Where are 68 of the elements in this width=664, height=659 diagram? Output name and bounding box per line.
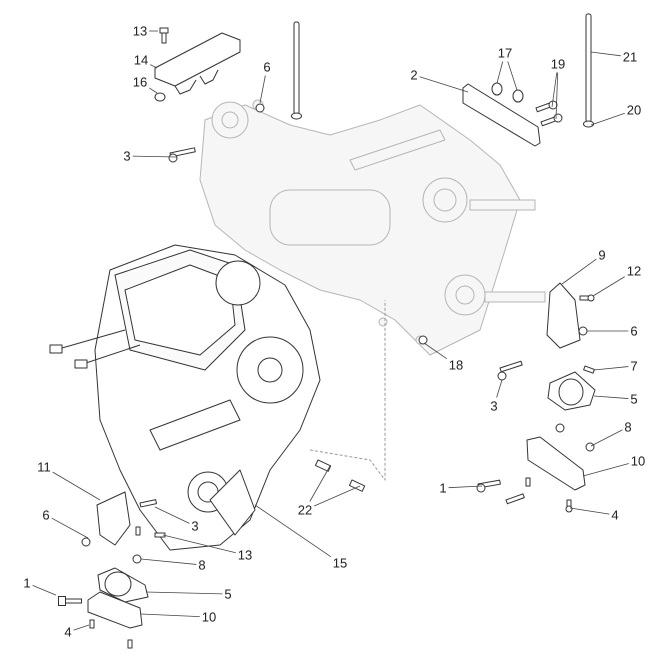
callout-number: 10 — [630, 454, 646, 468]
leader-line — [590, 429, 623, 446]
leader-line — [570, 508, 610, 515]
callout-number: 4 — [64, 624, 72, 640]
leader-line — [594, 366, 629, 370]
leader-line — [52, 472, 100, 500]
leader-line — [162, 534, 236, 554]
callout-number: 6 — [42, 508, 50, 522]
leader-line — [582, 463, 630, 476]
leader-line — [586, 330, 629, 332]
leader-line — [594, 396, 629, 399]
leader-line — [51, 518, 88, 538]
leader-line — [73, 624, 90, 631]
callout-number: 17 — [498, 46, 512, 60]
leader-line — [146, 592, 223, 594]
leader-line — [254, 504, 332, 558]
callout-number: 8 — [624, 420, 632, 434]
leader-line — [507, 61, 518, 90]
callout-number: 1 — [23, 576, 31, 590]
callout-number: 5 — [224, 586, 232, 602]
leader-line — [140, 558, 197, 565]
leader-line — [140, 614, 200, 617]
leader-line — [448, 486, 482, 488]
callout-number: 2 — [410, 68, 418, 82]
leader-line — [260, 75, 266, 104]
leader-line — [552, 72, 558, 108]
callout-number: 18 — [448, 358, 464, 372]
leader-line — [590, 112, 626, 126]
callout-number: 15 — [332, 556, 348, 570]
callout-number: 1 — [439, 480, 447, 496]
leader-line — [496, 380, 502, 398]
leader-line — [496, 61, 504, 84]
callout-number: 3 — [191, 518, 199, 534]
callout-number: 21 — [622, 50, 638, 64]
callout-number: 19 — [550, 56, 566, 72]
leader-line — [419, 76, 468, 92]
leader-line — [562, 258, 597, 284]
callout-number: 13 — [238, 548, 252, 562]
callout-number: 7 — [630, 358, 638, 374]
callout-number: 8 — [198, 558, 206, 572]
callout-number: 6 — [263, 60, 271, 74]
leader-line — [590, 52, 622, 56]
callout-number: 22 — [298, 502, 312, 518]
leader-line — [148, 30, 158, 32]
leader-line — [314, 486, 360, 506]
callout-number: 20 — [626, 102, 642, 118]
bolt-drawing — [58, 596, 82, 606]
callout-number: 3 — [490, 398, 498, 414]
callout-number: 16 — [132, 74, 148, 90]
leader-line — [424, 342, 448, 360]
callout-number: 3 — [123, 148, 131, 164]
callout-number: 14 — [134, 52, 148, 68]
callout-number: 4 — [611, 508, 619, 522]
callout-number: 13 — [132, 24, 148, 38]
leader-line — [32, 584, 56, 596]
leader-line — [150, 64, 158, 68]
callout-number: 9 — [598, 248, 606, 262]
callout-number: 5 — [630, 392, 638, 406]
callout-number: 10 — [202, 610, 216, 624]
leader-line — [148, 88, 158, 94]
leader-line — [309, 466, 330, 502]
leader-line — [132, 156, 178, 158]
leader-line — [556, 72, 558, 120]
leader-line — [592, 276, 626, 296]
callout-number: 12 — [626, 264, 642, 278]
leader-line — [154, 506, 190, 524]
callout-number: 11 — [37, 460, 51, 474]
callout-number: 6 — [630, 324, 638, 338]
